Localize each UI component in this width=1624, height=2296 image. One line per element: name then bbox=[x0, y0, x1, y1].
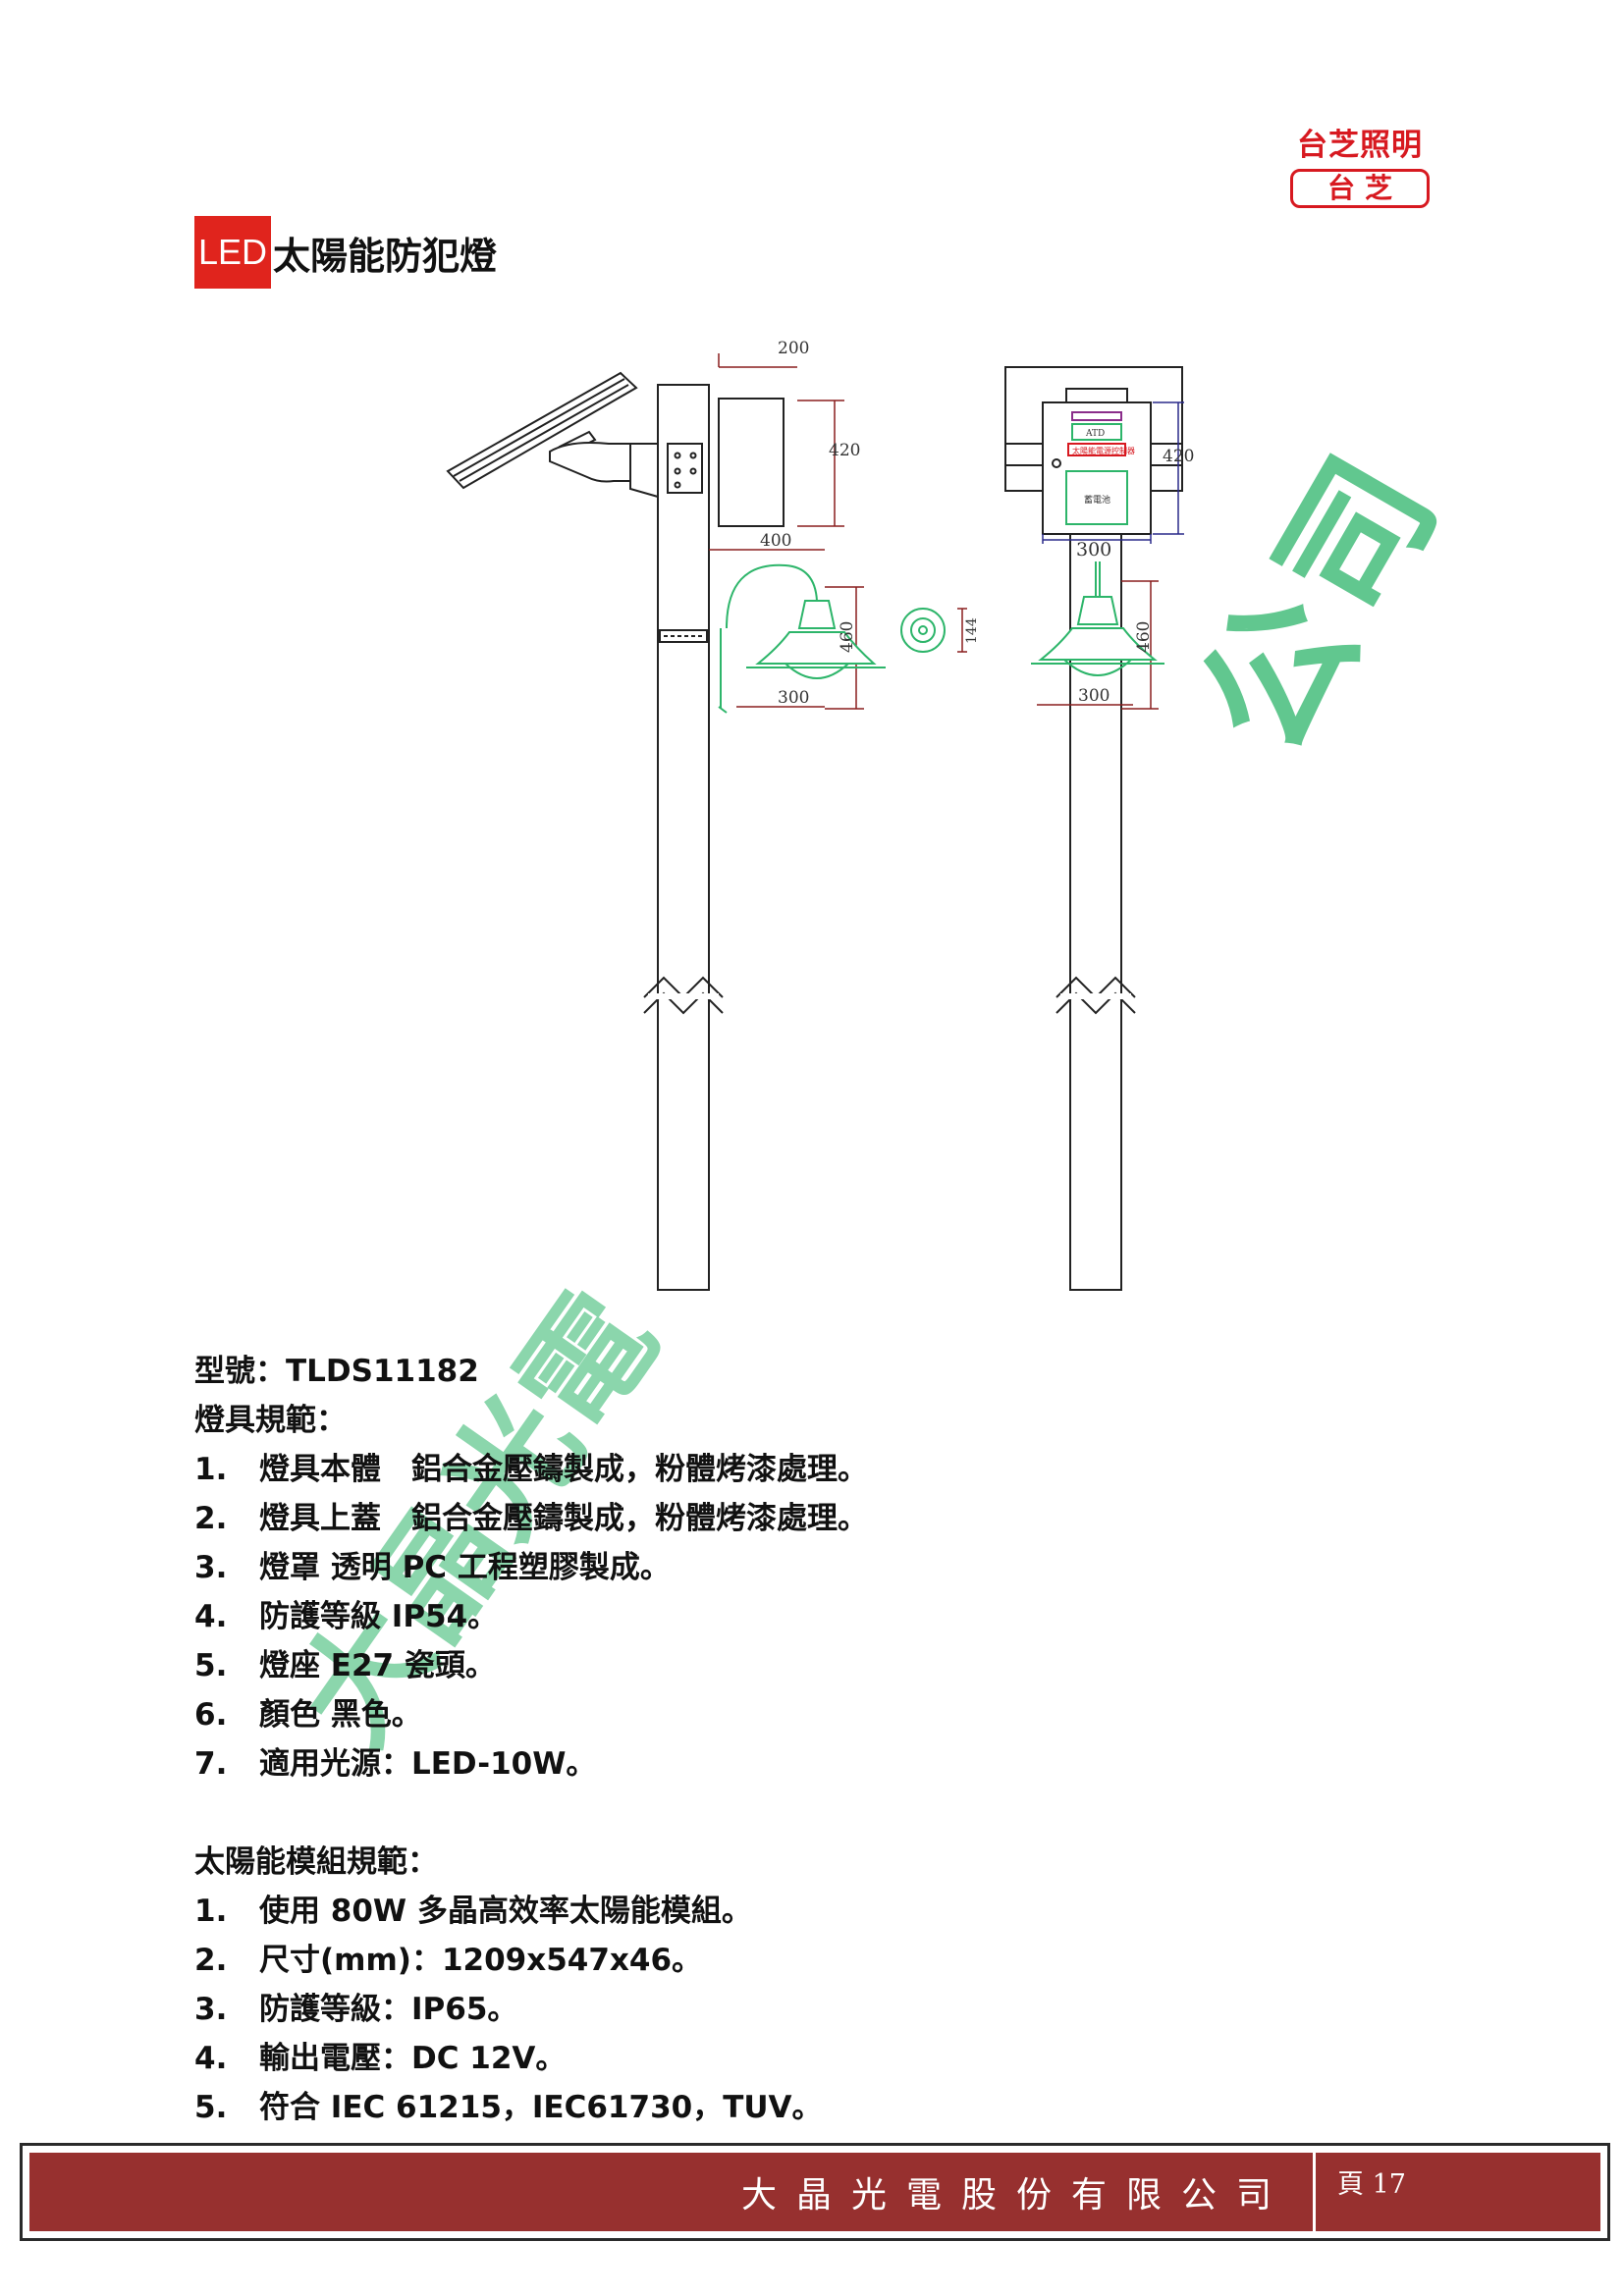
dim-front-lamp-width: 300 bbox=[1078, 686, 1110, 706]
list-item: 2.尺寸(mm)：1209x547x46。 bbox=[194, 1943, 703, 1978]
list-item: 3.燈罩 透明 PC 工程塑膠製成。 bbox=[194, 1550, 671, 1585]
page-title: LED 太陽能防犯燈 bbox=[194, 216, 497, 289]
spec-section: 型號：TLDS11182 燈具規範： 1.燈具本體 鋁合金壓鑄製成，粉體烤漆處理… bbox=[194, 1347, 868, 2132]
top-ring-view bbox=[900, 608, 946, 653]
solar-panel bbox=[446, 371, 638, 490]
front-label-battery: 蓄電池 bbox=[1084, 494, 1110, 506]
technical-drawing: 200 420 400 460 300 144 bbox=[446, 339, 1194, 1291]
list-item: 4.防護等級 IP54。 bbox=[194, 1599, 499, 1634]
list-item: 5.燈座 E27 瓷頭。 bbox=[194, 1648, 496, 1683]
dim-front-width-box: 300 bbox=[1076, 539, 1111, 561]
list-item: 4.輸出電壓：DC 12V。 bbox=[194, 2041, 567, 2076]
list-item: 3.防護等級：IP65。 bbox=[194, 1992, 518, 2027]
brand-logo: 台芝照明 台芝 bbox=[1286, 128, 1434, 208]
list-item: 1.燈具本體 鋁合金壓鑄製成，粉體烤漆處理。 bbox=[194, 1452, 868, 1487]
list-item: 7.適用光源：LED-10W。 bbox=[194, 1746, 597, 1782]
brand-name: 台芝照明 bbox=[1297, 128, 1423, 163]
side-lamp bbox=[718, 563, 886, 714]
model-number: 型號：TLDS11182 bbox=[194, 1354, 479, 1389]
title-text: 太陽能防犯燈 bbox=[273, 234, 498, 278]
brand-box-label: 台芝 bbox=[1290, 169, 1430, 208]
side-pole bbox=[657, 384, 710, 1291]
page-footer: 大晶光電股份有限公司 頁 17 bbox=[20, 2143, 1610, 2241]
side-control-box bbox=[718, 398, 785, 527]
dim-side-lamp-height: 460 bbox=[838, 621, 857, 653]
list-item: 2.燈具上蓋 鋁合金壓鑄製成，粉體烤漆處理。 bbox=[194, 1501, 868, 1536]
front-lamp bbox=[1031, 561, 1164, 676]
dim-side-width-top: 200 bbox=[778, 339, 809, 358]
dim-front-lamp-height: 460 bbox=[1134, 621, 1154, 653]
front-label-controller: 太陽能電源控制器 bbox=[1072, 446, 1135, 455]
dim-side-lamp-width: 300 bbox=[778, 688, 809, 708]
dim-front-height-box: 420 bbox=[1163, 447, 1194, 466]
list-item: 6.顏色 黑色。 bbox=[194, 1697, 422, 1733]
front-view bbox=[1004, 366, 1184, 1291]
solar-heading: 太陽能模組規範： bbox=[194, 1844, 438, 1880]
fixture-heading: 燈具規範： bbox=[194, 1403, 347, 1438]
led-tag: LED bbox=[194, 216, 272, 289]
list-item: 5.符合 IEC 61215，IEC61730，TUV。 bbox=[194, 2090, 823, 2125]
footer-page-number: 頁 17 bbox=[1337, 2169, 1406, 2200]
dim-side-height-box: 420 bbox=[829, 441, 860, 460]
side-view bbox=[446, 353, 886, 1291]
footer-company-name: 大晶光電股份有限公司 bbox=[29, 2153, 1316, 2231]
front-label-atd: ATD bbox=[1085, 429, 1105, 439]
dim-small: 144 bbox=[964, 617, 980, 644]
list-item: 1.使用 80W 多晶高效率太陽能模組。 bbox=[194, 1894, 752, 1929]
dim-side-width-box: 400 bbox=[760, 531, 791, 551]
